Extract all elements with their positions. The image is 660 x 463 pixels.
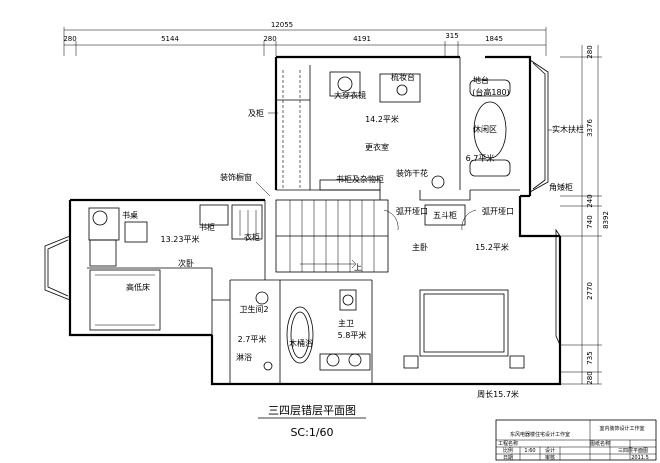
title-block xyxy=(495,419,657,461)
title-block-r2c2: 1:60 xyxy=(524,448,535,454)
dim-top-4: 4191 xyxy=(353,35,371,43)
dim-right-1: 280 xyxy=(586,45,594,58)
label-bath2: 卫生间2 xyxy=(239,304,268,314)
dim-top-2: 5144 xyxy=(161,35,179,43)
label-terrace: 地台 xyxy=(473,75,489,85)
label-master-area: 15.2平米 xyxy=(475,242,509,252)
label-lounge-area: 6.7平米 xyxy=(466,153,495,163)
label-closet-area: 14.2平米 xyxy=(365,114,399,124)
title-block-sub: 室内装饰设计工作室 xyxy=(599,425,644,432)
dim-right-4: 740 xyxy=(586,215,594,228)
title-block-r1c3: 图纸名称 xyxy=(590,440,610,447)
annot-arc-left: 弧开垭口 xyxy=(396,206,428,216)
title-block-r2c1: 比例 xyxy=(503,447,513,454)
annot-wood-rail: 实木扶栏 xyxy=(552,124,584,134)
dim-top-6: 1845 xyxy=(485,35,503,43)
label-desk: 书桌 xyxy=(122,210,138,220)
title-block-r2c5: 三四层平面图 xyxy=(618,448,648,454)
title-block-r1c1: 工程名称 xyxy=(498,440,518,447)
dim-right-total: 8392 xyxy=(602,211,610,229)
label-stair-up: 上 xyxy=(354,263,362,272)
title-block-r2c3: 设计 xyxy=(545,447,555,454)
dim-right-5: 2770 xyxy=(586,282,594,300)
title-block-r3c3: 审核 xyxy=(545,454,555,461)
label-dried-flowers: 装饰干花 xyxy=(396,168,428,178)
label-bunk-bed: 高低床 xyxy=(126,282,150,292)
label-five-drawer: 五斗柜 xyxy=(433,210,457,220)
walls xyxy=(68,55,562,386)
dim-right-2: 3376 xyxy=(586,119,594,137)
label-lounge: 休闲区 xyxy=(473,124,497,134)
annot-cabinet: 及柜 xyxy=(248,108,264,118)
label-master-bath-area: 5.8平米 xyxy=(338,330,367,340)
label-second-bedroom: 次卧 xyxy=(178,258,194,268)
dim-top-5: 315 xyxy=(445,32,458,40)
dim-overall: 12055 xyxy=(271,21,293,29)
label-bath2-area: 2.7平米 xyxy=(238,334,267,344)
label-tub: 木桶浴 xyxy=(289,338,313,348)
title-block-r3c1: 日期 xyxy=(503,455,513,461)
annot-corner-cabinet: 角矮柜 xyxy=(549,182,573,192)
title-block-studio: 东风电器楼住宅设计工作室 xyxy=(510,431,570,438)
dim-top-1: 280 xyxy=(63,35,76,43)
label-terrace-height: (台高180) xyxy=(472,87,510,97)
title-block-r3c5: 2011.5 xyxy=(631,455,649,461)
annot-perimeter: 周长15.7米 xyxy=(477,389,519,399)
label-master-bath: 主卫 xyxy=(338,318,354,328)
bay-windows xyxy=(44,59,561,346)
label-changing-room: 更衣室 xyxy=(365,142,389,152)
annot-deco-window: 装饰橱窗 xyxy=(220,172,252,182)
label-master: 主卧 xyxy=(412,242,428,252)
label-shower: 淋浴 xyxy=(236,352,252,362)
annot-arc-right: 弧开垭口 xyxy=(482,206,514,216)
label-wardrobe: 衣柜 xyxy=(244,232,260,242)
drawing-scale: SC:1/60 xyxy=(290,426,333,439)
dim-right-7: 280 xyxy=(586,371,594,384)
dim-right-6: 735 xyxy=(586,351,594,364)
label-dresser: 梳妆台 xyxy=(391,72,415,82)
label-bookcase: 书柜及杂物柜 xyxy=(336,174,384,184)
drawing-title: 三四层错层平面图 xyxy=(268,403,356,417)
dim-top-3: 280 xyxy=(263,35,276,43)
label-walkin-mirror: 大穿衣镜 xyxy=(334,90,366,100)
dimension-lines xyxy=(63,27,602,385)
label-second-area: 13.23平米 xyxy=(161,234,200,244)
stair xyxy=(275,199,389,273)
furniture xyxy=(88,70,525,371)
dim-right-3: 240 xyxy=(586,194,594,207)
label-bookshelf: 书柜 xyxy=(199,222,215,232)
